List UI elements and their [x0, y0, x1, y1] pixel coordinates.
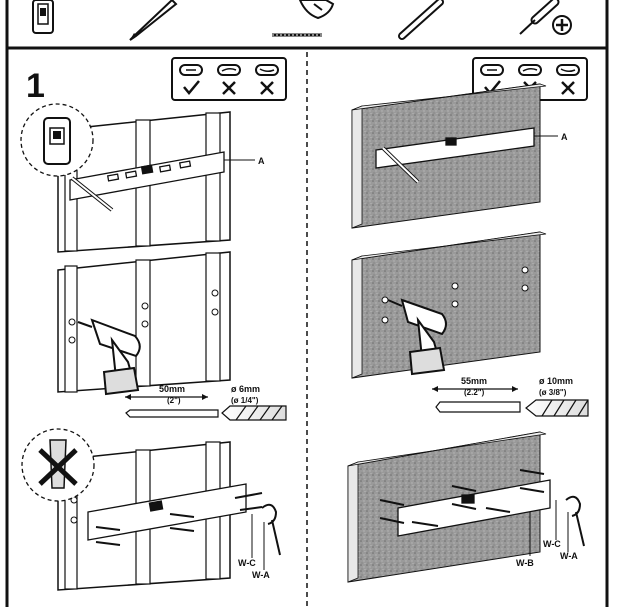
concrete-wall-step-b: 55mm (2.2") ø 10mm (ø 3/8"): [352, 232, 588, 416]
wood-depth-mm: 50mm: [159, 384, 185, 394]
label-a: A: [258, 156, 265, 166]
wood-wall-step-a: A: [21, 104, 265, 252]
wood-wall-step-c: W-C W-A: [22, 429, 280, 590]
level-icon: [180, 65, 202, 75]
level-icon: [519, 65, 541, 75]
wood-depth-in: (2"): [167, 396, 181, 405]
level-icon: [218, 65, 240, 75]
label-w-b: W-B: [516, 558, 534, 568]
drill-bit: [526, 400, 588, 416]
concrete-drill-mm: ø 10mm: [539, 376, 573, 386]
level-icon: [557, 65, 579, 75]
drill-depth-bar: [436, 402, 520, 412]
concrete-depth-in: (2.2"): [464, 388, 485, 397]
level-icon: [481, 65, 503, 75]
drill-bit: [222, 406, 286, 420]
tools-strip: [7, 0, 607, 48]
level-icon: [256, 65, 278, 75]
wood-drill-mm: ø 6mm: [231, 384, 260, 394]
wrench-icon: [566, 497, 584, 546]
label-w-a-left: W-A: [252, 570, 270, 580]
wall-plate-icon: [33, 0, 53, 33]
drill-depth-bar: [126, 410, 218, 417]
concrete-wall-step-a: A: [352, 84, 568, 228]
wood-drill-in: (ø 1/4"): [231, 396, 259, 405]
label-a-concrete: A: [561, 132, 568, 142]
stud-finder-icon: [44, 118, 70, 164]
step-number: 1: [26, 67, 45, 105]
level-check-left: [172, 58, 286, 100]
wrench-icon: [262, 505, 280, 555]
label-w-a-right: W-A: [560, 551, 578, 561]
wood-wall-step-b: 50mm (2") ø 6mm (ø 1/4"): [58, 252, 286, 420]
concrete-depth-mm: 55mm: [461, 376, 487, 386]
concrete-wall-step-c: W-B W-C W-A: [348, 432, 584, 582]
label-w-c-left: W-C: [238, 558, 256, 568]
concrete-drill-in: (ø 3/8"): [539, 388, 567, 397]
label-w-c-right: W-C: [543, 539, 561, 549]
